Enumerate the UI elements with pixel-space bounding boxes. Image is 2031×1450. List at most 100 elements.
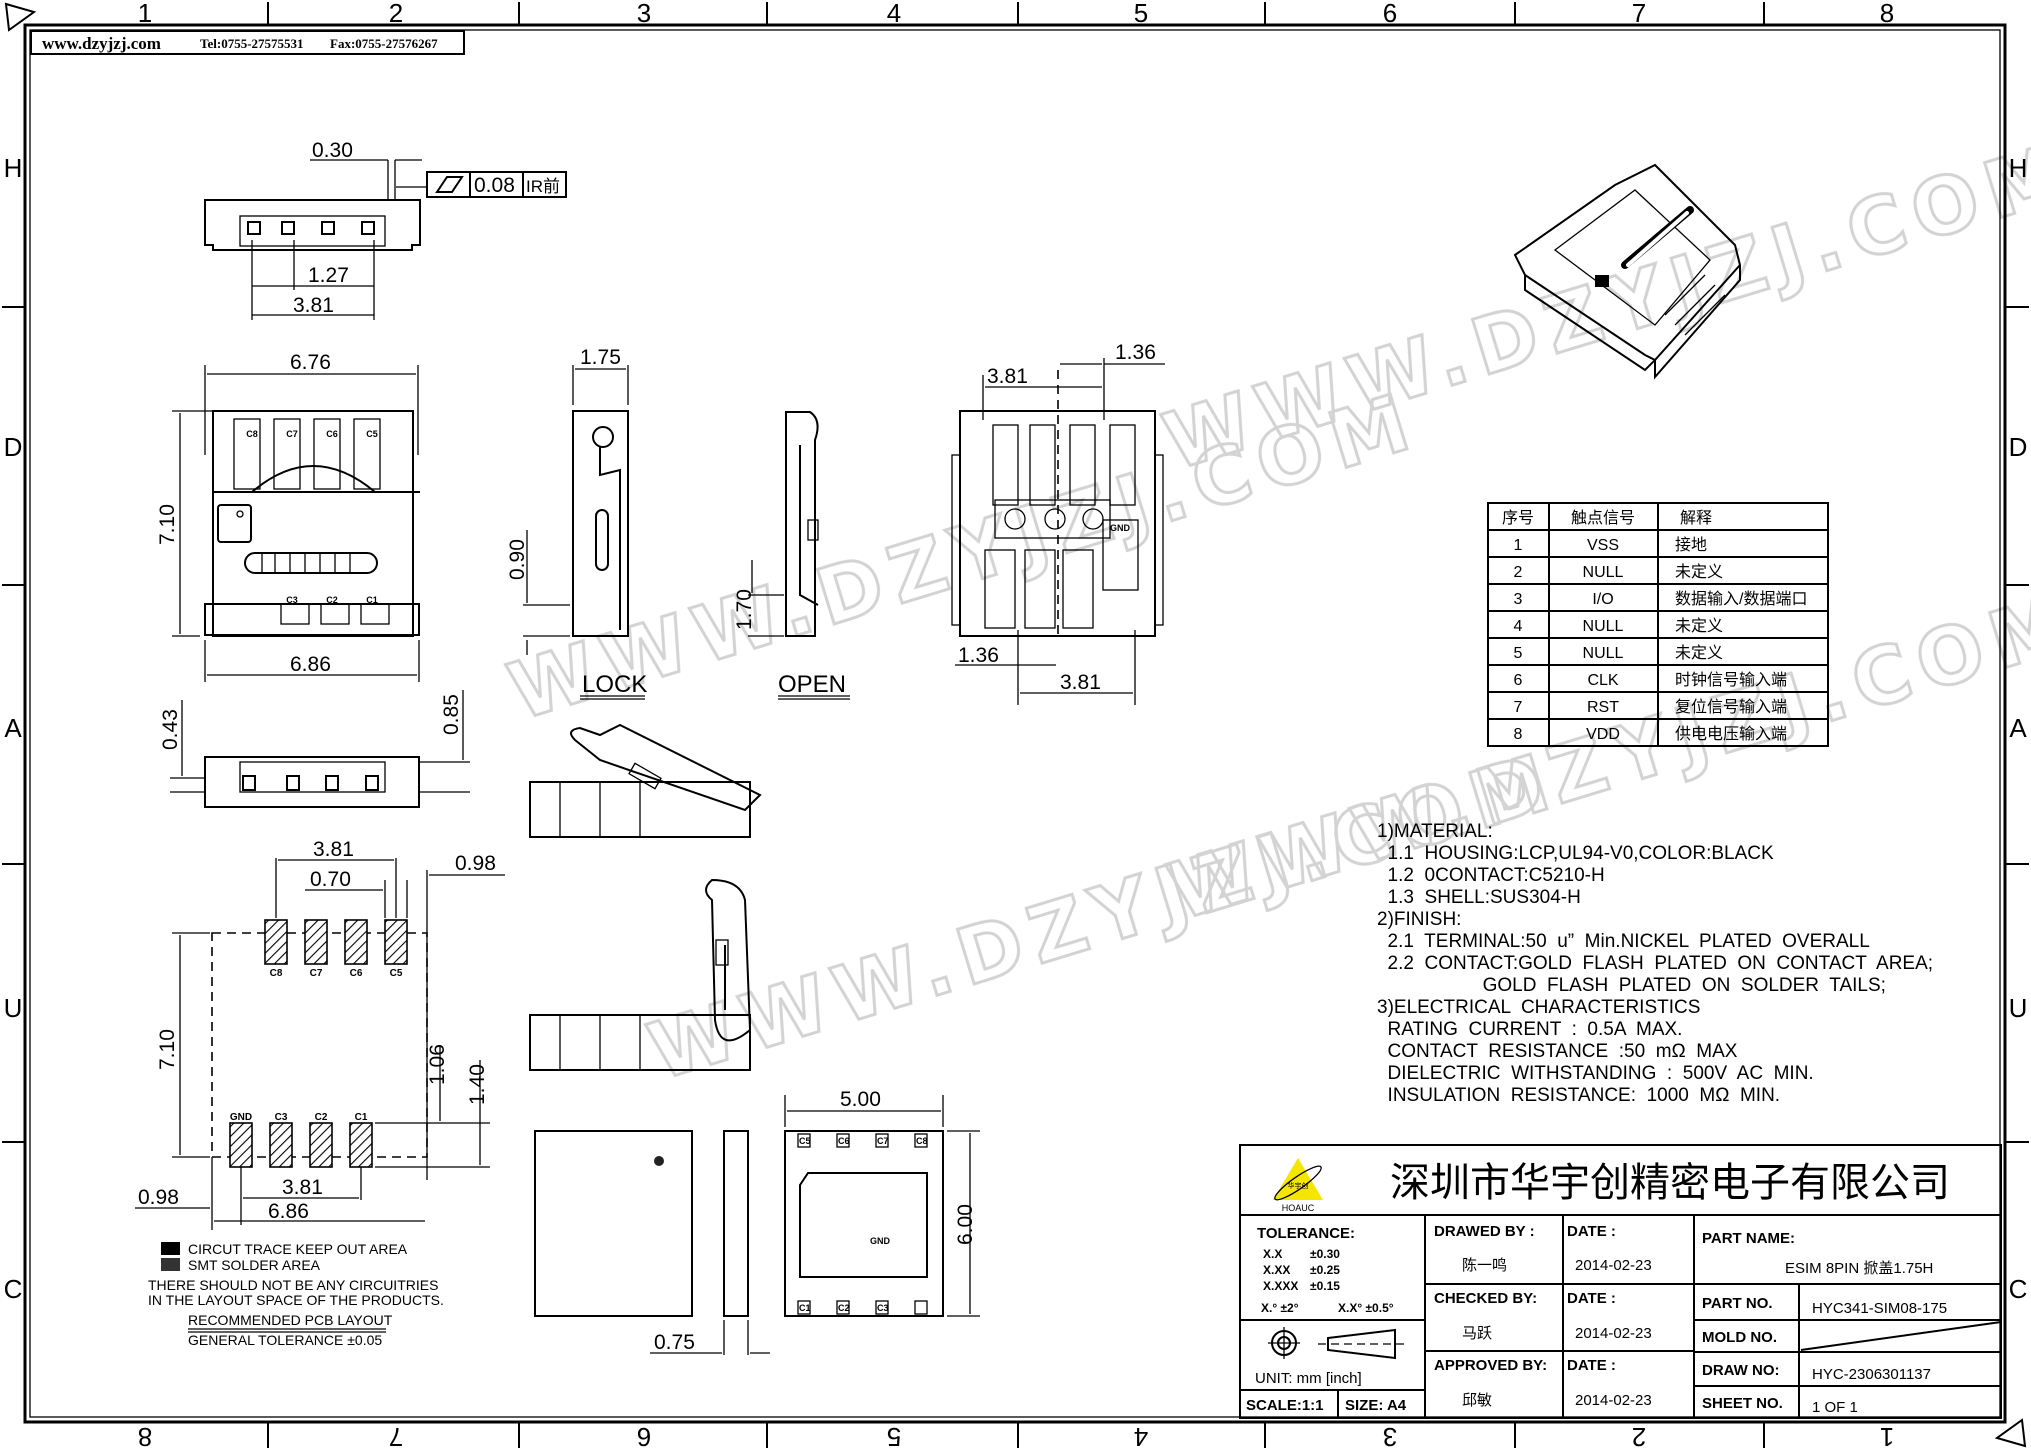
contact-label: C8	[246, 429, 258, 439]
pin-number: 3	[1514, 591, 1523, 608]
orientation-mark-icon	[1994, 1418, 2027, 1448]
pin-description: 未定义	[1675, 563, 1723, 581]
draw-no-label: DRAW NO:	[1702, 1362, 1780, 1379]
dim-label: 1.36	[1115, 341, 1156, 364]
flatness-callout: 0.08 IR前	[396, 171, 567, 198]
pin-description: 时钟信号输入端	[1675, 671, 1787, 689]
part-no-label: PART NO.	[1702, 1295, 1773, 1312]
dim-label: 0.43	[159, 709, 182, 750]
keep-out-swatch	[161, 1242, 180, 1255]
pad-label: C2	[315, 1112, 328, 1123]
sheet-no-value: 1 OF 1	[1812, 1399, 1858, 1416]
gnd-label: GND	[1110, 523, 1131, 533]
dim-label: 5.00	[840, 1088, 881, 1111]
pin-signal: NULL	[1583, 645, 1624, 662]
dim-label: 3.81	[1060, 671, 1101, 694]
pad-label: C1	[799, 1303, 811, 1313]
spec-note-line: 1.3 SHELL:SUS304-H	[1377, 887, 1581, 908]
row-label: D	[4, 432, 23, 462]
sheet-no-label: SHEET NO.	[1702, 1395, 1783, 1412]
tolerance-value: ±0.30	[1310, 1247, 1340, 1261]
pad-label: C3	[275, 1112, 288, 1123]
row-label: H	[4, 153, 23, 183]
pin-number: 2	[1514, 564, 1523, 581]
date-label: DATE :	[1567, 1290, 1616, 1307]
pin-signal: CLK	[1587, 672, 1618, 689]
pin-signal: VDD	[1586, 726, 1620, 743]
pin-number: 5	[1514, 645, 1523, 662]
checked-by-label: CHECKED BY:	[1434, 1290, 1537, 1307]
dim-label: 0.98	[138, 1186, 179, 1209]
angle-tolerance: X.° ±2°	[1261, 1301, 1299, 1315]
pad-label: C7	[310, 968, 323, 979]
layout-note: THERE SHOULD NOT BE ANY CIRCUITRIES	[148, 1277, 438, 1293]
front-view: 6.76 C8 C7 C6 C5 C3 C2 C1 7.10 6.86	[156, 351, 420, 682]
row-label: D	[2009, 432, 2028, 462]
bottom-view: GND 3.81 1.36 1.36 3.81	[951, 341, 1165, 705]
date-label: DATE :	[1567, 1357, 1616, 1374]
size-label: SIZE: A4	[1345, 1397, 1407, 1414]
website-link[interactable]: www.dzyjzj.com	[42, 34, 161, 53]
spec-note-line: 1.1 HOUSING:LCP,UL94-V0,COLOR:BLACK	[1377, 843, 1774, 864]
solder-pad	[229, 1122, 253, 1168]
pad-label: C8	[916, 1136, 928, 1146]
pin-description: 数据输入/数据端口	[1675, 590, 1807, 608]
column-label: 5	[1134, 0, 1148, 28]
pin-number: 8	[1514, 726, 1523, 743]
spec-note-line: RATING CURRENT : 0.5A MAX.	[1377, 1019, 1682, 1040]
pcb-layout-title: RECOMMENDED PCB LAYOUT	[188, 1312, 393, 1328]
pad-label: C2	[838, 1303, 850, 1313]
dim-label: 1.06	[426, 1044, 449, 1085]
spec-note-line: INSULATION RESISTANCE: 1000 MΩ MIN.	[1377, 1085, 1780, 1106]
row-label: A	[2009, 713, 2027, 743]
dim-label: 1.40	[466, 1064, 489, 1105]
pin-description: 未定义	[1675, 617, 1723, 635]
row-label: A	[4, 713, 22, 743]
pin-signal: VSS	[1587, 537, 1619, 554]
column-label: 7	[1632, 0, 1646, 28]
tolerance-key: X.XXX	[1263, 1279, 1298, 1293]
contact-label: C7	[286, 429, 298, 439]
open-iso-view	[529, 878, 752, 1071]
watermark-text: WWW.DZYJZJ.COM	[1154, 126, 2031, 488]
company-name: 深圳市华宇创精密电子有限公司	[1390, 1161, 1950, 1205]
card-views: 0.75 GND C5 C6 C7 C8 C1 C2 C3 5.00 6.00	[534, 1088, 980, 1355]
angle-tolerance: X.X° ±0.5°	[1338, 1301, 1394, 1315]
solder-pad	[269, 1122, 293, 1168]
solder-pad	[264, 919, 288, 965]
approved-by-value: 邱敏	[1462, 1392, 1492, 1409]
dim-label: 6.00	[954, 1204, 977, 1245]
spec-note-line: 2.1 TERMINAL:50 u” Min.NICKEL PLATED OVE…	[1377, 931, 1870, 952]
gnd-label: GND	[870, 1236, 891, 1246]
fax: Fax:0755-27576267	[330, 36, 438, 51]
pin-number: 4	[1514, 618, 1523, 635]
unit-label: UNIT: mm [inch]	[1255, 1370, 1362, 1387]
dim-label: 0.75	[654, 1331, 695, 1354]
column-label: 2	[389, 0, 403, 28]
pad-label: C1	[355, 1112, 368, 1123]
table-header: 解释	[1680, 509, 1712, 527]
spec-note-line: 2)FINISH:	[1377, 909, 1461, 930]
spec-note-line: GOLD FLASH PLATED ON SOLDER TAILS;	[1377, 975, 1886, 996]
dim-label: 0.70	[310, 868, 351, 891]
spec-note-line: 1)MATERIAL:	[1377, 821, 1493, 842]
pin-signal: RST	[1587, 699, 1619, 716]
pad-label: C5	[390, 968, 403, 979]
spec-note-line: DIELECTRIC WITHSTANDING : 500V AC MIN.	[1377, 1063, 1814, 1084]
column-label: 6	[1383, 0, 1397, 28]
date-checked: 2014-02-23	[1575, 1325, 1652, 1342]
dim-label: 0.30	[312, 139, 353, 162]
dim-label: 0.98	[455, 852, 496, 875]
column-label: 4	[887, 0, 901, 28]
flatness-symbol-icon	[435, 176, 464, 193]
side-view-open: 1.70 OPEN	[733, 411, 850, 700]
date-label: DATE :	[1567, 1223, 1616, 1240]
pin-description: 接地	[1675, 536, 1707, 554]
row-label: U	[4, 993, 23, 1023]
logo-cn-text: 华宇创	[1288, 1181, 1309, 1190]
pad-label: C5	[799, 1136, 811, 1146]
telephone: Tel:0755-27575531	[200, 36, 304, 51]
front-low-view: 0.43 0.85	[159, 690, 470, 808]
pin-signal: NULL	[1583, 618, 1624, 635]
